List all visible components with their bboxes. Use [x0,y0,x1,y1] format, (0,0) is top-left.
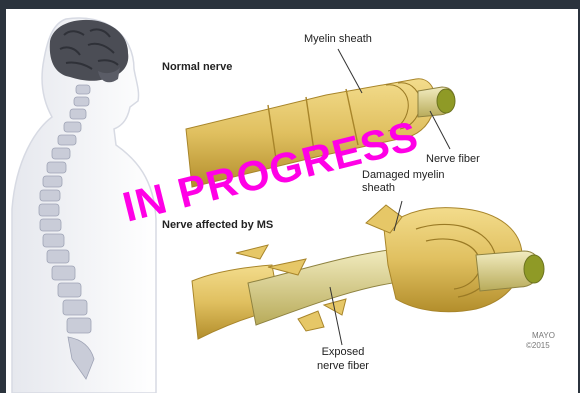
label-damaged-sheath: Damaged myelin sheath [362,169,446,195]
diagram-frame: Normal nerve Myelin sheath Nerve fiber D… [6,9,578,393]
credit-mayo: MAYO [532,331,555,340]
label-exposed-fiber: Exposed nerve fiber [308,345,378,373]
brain-icon [50,20,129,82]
label-nerve-ms: Nerve affected by MS [162,219,273,231]
illustration [6,9,578,393]
label-nerve-fiber: Nerve fiber [426,153,480,165]
credit-year: ©2015 [526,341,550,350]
label-normal-nerve: Normal nerve [162,61,232,73]
label-myelin-sheath: Myelin sheath [304,33,372,45]
